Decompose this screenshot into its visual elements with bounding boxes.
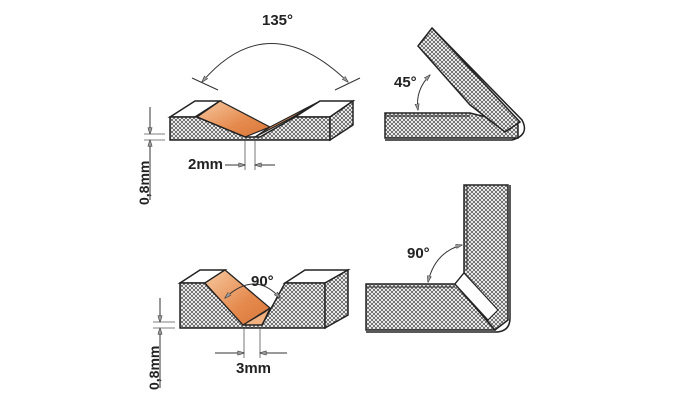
depth-label-0-8mm-bottom: 0,8mm bbox=[146, 345, 162, 390]
folded-90-panel bbox=[365, 184, 511, 333]
width-label-3mm: 3mm bbox=[236, 360, 272, 377]
angle-label-135: 135° bbox=[262, 12, 294, 29]
angle-label-45: 45° bbox=[394, 74, 417, 91]
width-label-2mm: 2mm bbox=[188, 156, 224, 173]
v-groove-135-panel bbox=[144, 43, 361, 200]
depth-label-0-8mm-top: 0,8mm bbox=[136, 160, 152, 205]
angle-label-90-groove: 90° bbox=[251, 273, 274, 290]
angle-label-90-fold: 90° bbox=[407, 245, 430, 262]
v-groove-90-panel bbox=[153, 268, 351, 388]
folded-45-panel bbox=[384, 26, 526, 141]
